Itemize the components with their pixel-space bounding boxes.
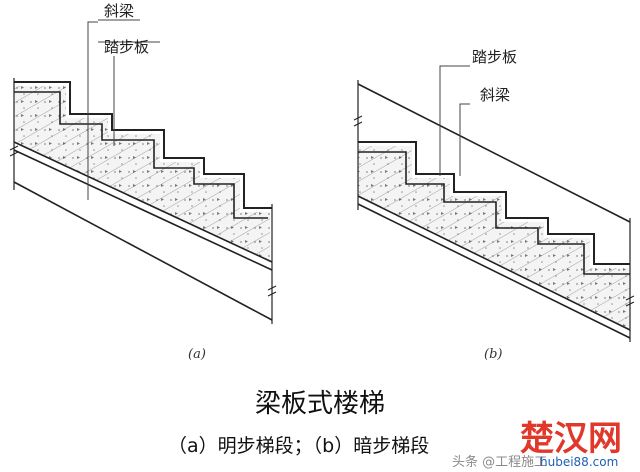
diagram-a-tread-outer	[14, 81, 272, 209]
diagram-a-sublabel: (a)	[188, 347, 206, 362]
diagram-b-label-tread: 踏步板	[472, 48, 517, 66]
diagram-b-sublabel: (b)	[484, 347, 502, 362]
diagram-a-break-mark-left	[9, 145, 19, 157]
diagram-a-soffit-1	[13, 141, 273, 263]
diagram-b-leader-beam	[459, 103, 470, 176]
diagram-b-soffit-1	[357, 195, 631, 331]
diagram-b-tread-inner	[358, 151, 630, 275]
diagram-b-leader-tread	[439, 65, 470, 176]
watermark-url: hubei88.com	[540, 455, 618, 469]
diagram-a-tread-inner	[14, 91, 268, 219]
diagram-b-label-beam: 斜梁	[480, 86, 510, 104]
diagram-a-leader-beam	[87, 21, 98, 200]
diagram-a-soffit-2	[13, 149, 273, 271]
watermark-brand: 楚汉网	[520, 419, 622, 459]
diagram-a: 斜梁 踏步板 (a)	[9, 2, 277, 362]
diagram-b-beam-top	[357, 83, 631, 223]
diagram-b-break-mark-right	[625, 295, 635, 307]
diagram-b-break-mark-left	[353, 115, 363, 127]
watermark: 头条 @工程施工 楚汉网 hubei88.com	[452, 419, 622, 470]
figure-title: 梁板式楼梯	[255, 389, 385, 419]
diagram-b-tread-outer	[358, 141, 630, 265]
diagram-b-beam-dots	[358, 146, 630, 330]
diagram-a-beam-dots	[14, 86, 270, 262]
figure-caption: （a）明步梯段；（b）暗步梯段	[168, 435, 429, 457]
diagram-a-label-beam: 斜梁	[104, 2, 134, 20]
diagram-b: 踏步板 斜梁 (b)	[353, 48, 635, 362]
diagram-a-soffit-3	[13, 181, 273, 321]
watermark-source: 头条 @工程施工	[452, 454, 547, 470]
diagram-b-soffit-2	[357, 203, 631, 339]
diagram-a-label-tread: 踏步板	[104, 38, 149, 56]
diagram-a-break-mark-right	[267, 285, 277, 297]
